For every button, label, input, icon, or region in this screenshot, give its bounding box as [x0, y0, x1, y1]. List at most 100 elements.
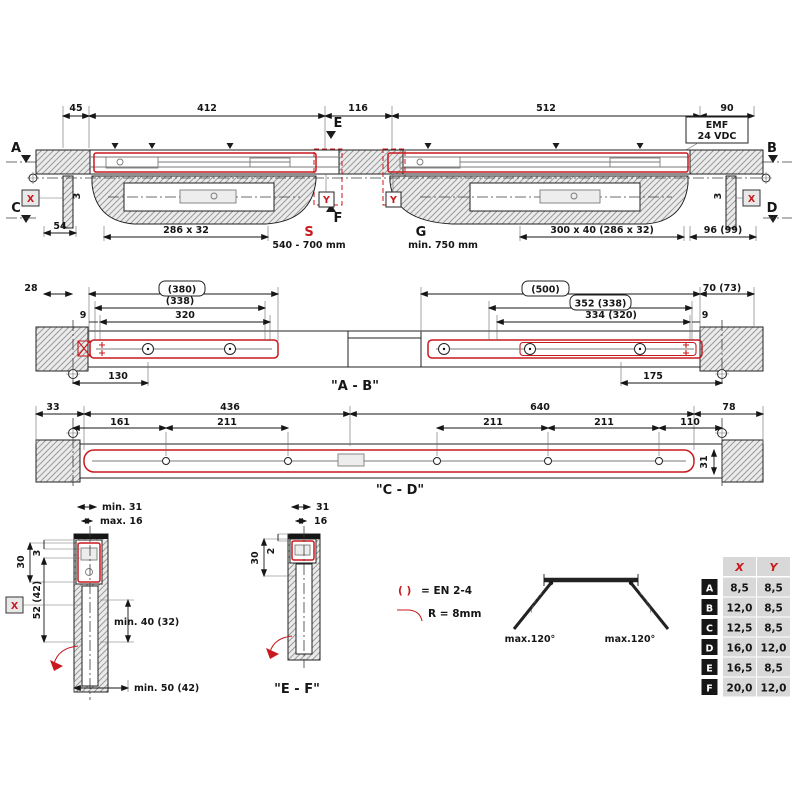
axis-marker — [715, 367, 729, 381]
table-row: F 20,0 12,0 — [701, 677, 790, 697]
dim-label: 16 — [314, 516, 328, 527]
dim-label: 70 (73) — [703, 283, 741, 294]
dim-label: 33 — [46, 402, 59, 413]
dim-label: 3 — [32, 550, 43, 557]
slide-rail-right — [427, 339, 703, 359]
dim-label: 45 — [69, 103, 82, 114]
axis-marker — [760, 172, 772, 184]
axis-marker — [27, 172, 39, 184]
dim-label: 286 x 32 — [163, 225, 209, 236]
dim-label: 211 — [483, 417, 503, 428]
row-letter: B — [706, 604, 713, 615]
table-header-y: Y — [770, 561, 779, 574]
detail-x-dims: min. 31 max. 16 30 3 52 (42) min. 40 (32… — [16, 502, 199, 694]
dim-label: 110 — [680, 417, 700, 428]
angle-label: max.120° — [505, 634, 556, 645]
section-marks: A B C D E F — [6, 116, 792, 226]
mounting-plate — [83, 449, 695, 473]
section-title-ef: "E - F" — [274, 682, 320, 697]
detail-section-x: min. 31 max. 16 30 3 52 (42) min. 40 (32… — [5, 502, 199, 700]
dim-label: 640 — [530, 402, 550, 413]
row-y-value: 8,5 — [764, 663, 783, 675]
emf-callout: EMF 24 VDC — [673, 116, 749, 158]
emf-voltage-label: 24 VDC — [698, 131, 737, 142]
leaf-s-label: S — [304, 225, 313, 240]
dim-label: 161 — [110, 417, 130, 428]
ab-dims: 28 (380) (338) 320 9 (500) 352 (338) 334… — [24, 280, 756, 387]
gap-dim-label: 3 — [72, 193, 83, 200]
legend: ( ) = EN 2-4 R = 8mm max.120° max.120° — [397, 574, 670, 645]
table-row: D 16,0 12,0 — [701, 637, 790, 657]
radius-symbol-icon — [397, 609, 423, 622]
dim-label: min. 40 (32) — [114, 617, 179, 628]
door-closer-right — [387, 152, 689, 173]
table-row: C 12,5 8,5 — [701, 617, 790, 637]
dim-label: 31 — [316, 502, 329, 513]
dim-label: 2 — [266, 548, 277, 555]
closer-channel-profile — [77, 542, 101, 583]
x-ref-box: X — [5, 596, 82, 614]
angle-label: max.120° — [605, 634, 656, 645]
row-y-value: 8,5 — [764, 623, 783, 635]
x-ref-box-right: X — [736, 189, 761, 207]
row-x-value: 8,5 — [730, 583, 749, 595]
section-mark-f: F — [334, 211, 343, 226]
row-y-value: 8,5 — [764, 583, 783, 595]
xy-table: X Y A 8,5 8,5 B 12,0 8,5 C 12,5 8,5 D — [701, 557, 790, 697]
section-arrow-icon — [768, 155, 778, 163]
row-y-value: 12,0 — [761, 643, 787, 655]
row-letter: E — [706, 664, 713, 675]
en-class-note: = EN 2-4 — [421, 585, 472, 597]
row-letter: D — [706, 644, 714, 655]
wall-hatch — [689, 149, 764, 175]
door-leaf-right — [389, 175, 689, 225]
radius-note: R = 8mm — [428, 608, 481, 620]
y-ref-box-left: Y — [318, 174, 335, 208]
door-swing-arrow — [266, 635, 293, 659]
top-plan-view: 45 412 116 512 90 EMF 24 VDC A B C D E F — [6, 103, 792, 251]
dim-label: 352 (338) — [575, 299, 627, 310]
dim-label: 211 — [594, 417, 614, 428]
row-y-value: 8,5 — [764, 603, 783, 615]
wall-hatch — [699, 326, 764, 372]
fastener-mark-icon — [111, 143, 644, 149]
row-y-value: 12,0 — [761, 683, 787, 695]
section-cd: 33 436 640 78 161 211 211 211 110 31 "C … — [34, 402, 765, 498]
detail-section-ef: 31 16 30 2 "E - F" — [250, 502, 329, 697]
dim-label: (338) — [166, 296, 195, 307]
frame-jamb-left — [62, 175, 74, 229]
emf-label: EMF — [706, 120, 728, 131]
dim-label: 300 x 40 (286 x 32) — [550, 225, 654, 236]
opening-angle-diagram: max.120° max.120° — [505, 574, 670, 645]
section-mark-d: D — [767, 201, 778, 216]
section-ab: 28 (380) (338) 320 9 (500) 352 (338) 334… — [24, 280, 764, 394]
dim-label: 30 — [250, 551, 261, 565]
dim-label: 175 — [643, 371, 663, 382]
door-leaf-left — [91, 175, 317, 225]
leaf-s-range: 540 - 700 mm — [272, 240, 345, 251]
x-ref-label: X — [27, 194, 35, 205]
dim-label: 116 — [348, 103, 368, 114]
table-row: A 8,5 8,5 — [701, 577, 790, 597]
door-swing-arrow — [50, 645, 79, 671]
dim-label: 28 — [24, 283, 38, 294]
table-header-x: X — [734, 561, 744, 574]
table-row: B 12,0 8,5 — [701, 597, 790, 617]
section-arrow-icon — [326, 131, 336, 139]
cd-dims: 33 436 640 78 161 211 211 211 110 31 — [34, 402, 765, 476]
dim-label: 436 — [220, 402, 240, 413]
detail-ef-dims: 31 16 30 2 — [250, 502, 329, 578]
dim-label: 31 — [699, 455, 710, 468]
x-ref-label: X — [11, 601, 19, 612]
dim-label: 211 — [217, 417, 237, 428]
wall-hatch — [338, 149, 404, 175]
top-dimension-chain: 45 412 116 512 90 — [61, 103, 756, 120]
y-ref-label: Y — [389, 195, 397, 206]
section-mark-b: B — [767, 141, 777, 156]
dim-label: 320 — [175, 310, 195, 321]
dim-label: max. 16 — [100, 516, 143, 527]
dim-label: 9 — [702, 310, 709, 321]
closer-channel-profile — [291, 540, 315, 561]
